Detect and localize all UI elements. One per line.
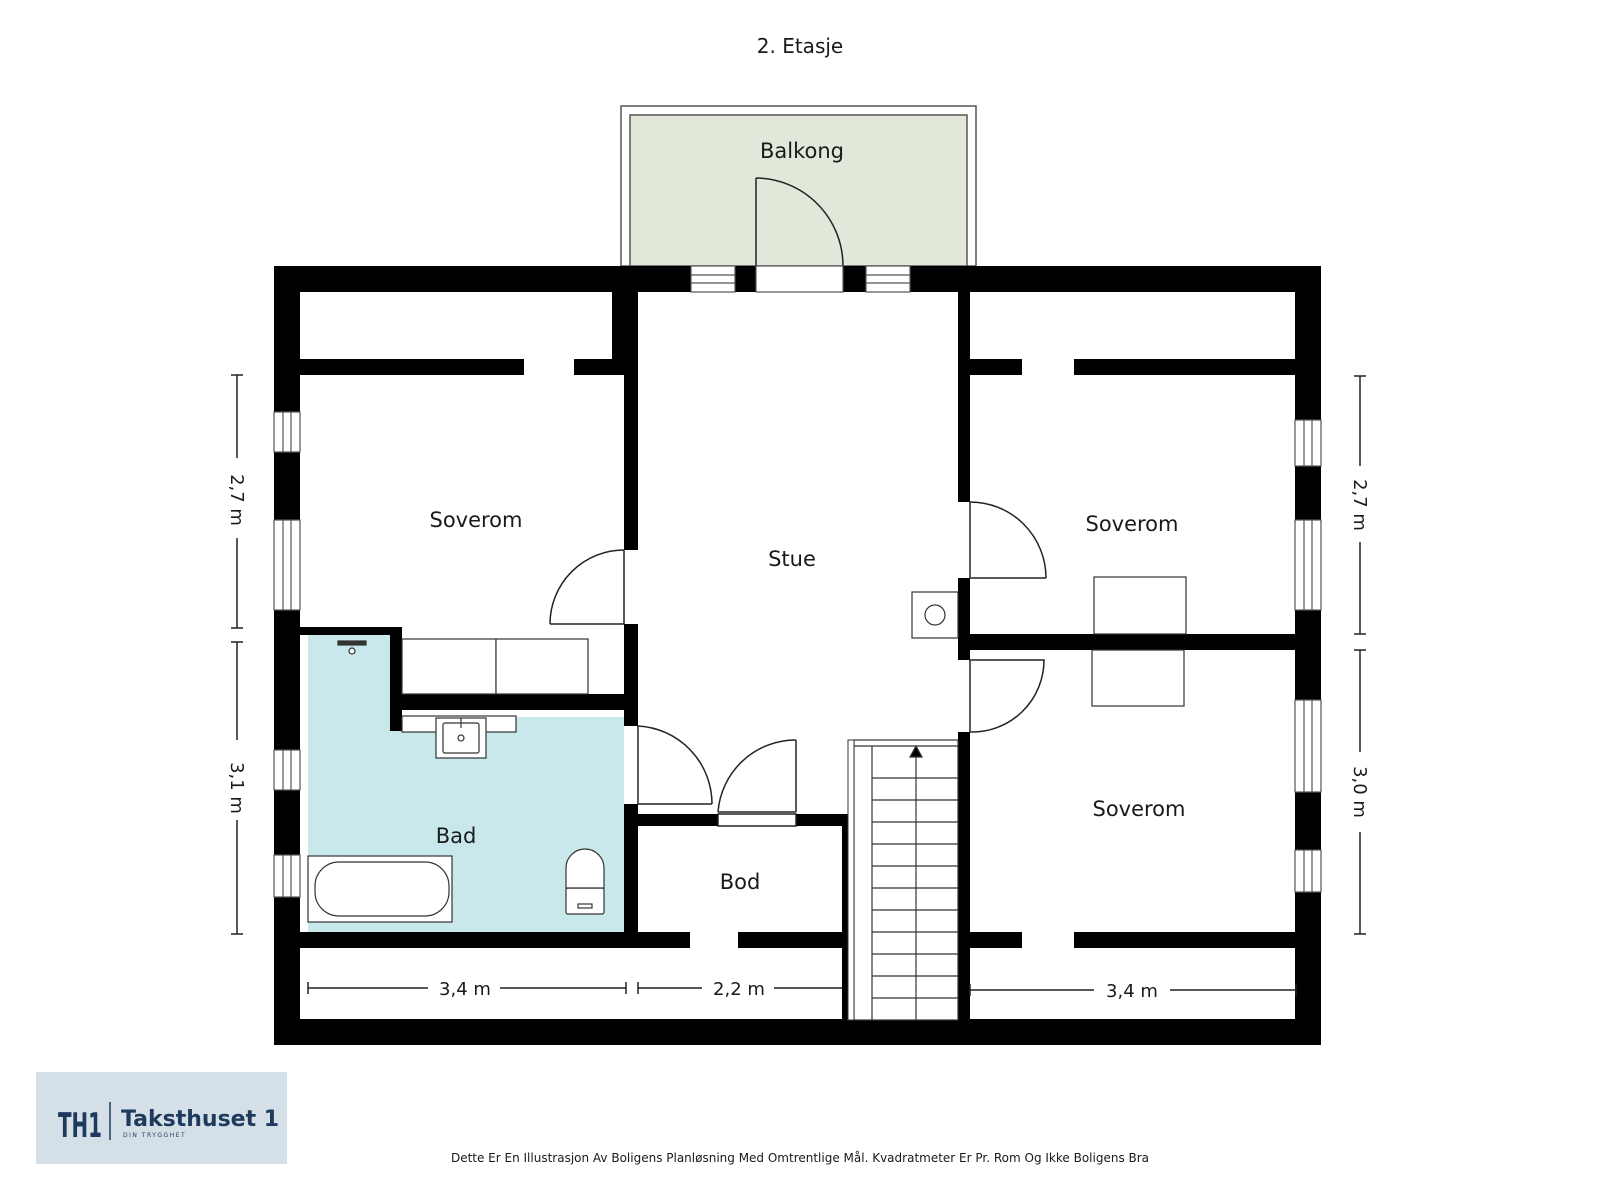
dim-right-upper: 2,7 m xyxy=(1349,479,1370,531)
dim-right-lower: 3,0 m xyxy=(1349,766,1370,818)
chimney xyxy=(911,591,959,639)
wardrobe xyxy=(401,638,589,695)
logo-mark: TH1 xyxy=(58,1106,102,1146)
disclaimer: Dette Er En Illustrasjon Av Boligens Pla… xyxy=(451,1151,1149,1165)
dim-bottom-middle: 2,2 m xyxy=(713,979,765,1000)
dimension-lines xyxy=(231,374,1366,996)
room-label-bedroom-left: Soverom xyxy=(429,508,522,532)
room-label-bedroom-right-top: Soverom xyxy=(1085,512,1178,536)
room-label-living: Stue xyxy=(768,547,816,571)
door-swings xyxy=(549,501,1047,827)
dim-left-upper: 2,7 m xyxy=(226,474,247,526)
dim-bottom-right: 3,4 m xyxy=(1106,981,1158,1002)
bath-fixtures xyxy=(307,640,605,923)
dim-left-lower: 3,1 m xyxy=(226,762,247,814)
room-label-bedroom-right-bottom: Soverom xyxy=(1092,797,1185,821)
logo-name: Taksthuset 1 xyxy=(121,1107,279,1132)
room-label-bathroom: Bad xyxy=(436,824,477,848)
closet-left xyxy=(300,292,612,359)
balcony xyxy=(620,105,977,267)
balcony-door xyxy=(755,177,844,267)
logo-tagline: DIN TRYGGHET xyxy=(123,1132,186,1139)
room-label-balcony: Balkong xyxy=(760,139,844,163)
floor-title: 2. Etasje xyxy=(757,34,843,58)
company-logo: TH1 Taksthuset 1 DIN TRYGGHET xyxy=(36,1072,287,1164)
dim-bottom-left: 3,4 m xyxy=(439,979,491,1000)
windows xyxy=(273,265,1322,898)
stairs xyxy=(853,739,959,1021)
desk xyxy=(1091,576,1187,707)
room-label-storage: Bod xyxy=(720,870,761,894)
